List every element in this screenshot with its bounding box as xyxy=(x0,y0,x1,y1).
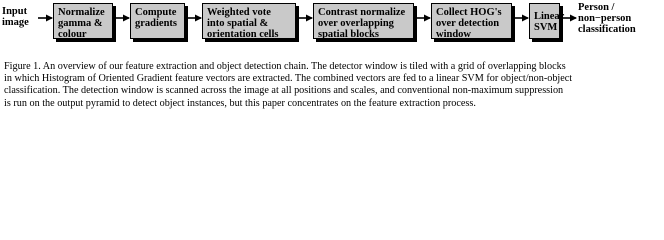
pipeline-arrows xyxy=(38,14,577,22)
weighted-vote-step: Weighted vote into spatial & orientation… xyxy=(202,3,296,40)
step-label: Contrast normalize over overlapping spat… xyxy=(318,7,406,40)
figure-caption: Figure 1. An overview of our feature ext… xyxy=(4,61,660,110)
collect-hog-step: Collect HOG's over detection window xyxy=(431,3,512,40)
classification-output-label: Person / non−person classification xyxy=(578,2,636,35)
step-label: Collect HOG's over detection window xyxy=(436,7,502,40)
contrast-normalize-step: Contrast normalize over overlapping spat… xyxy=(313,3,414,40)
step-label: Compute gradients xyxy=(135,7,177,29)
step-label: Normalize gamma & colour xyxy=(58,7,105,40)
caption-line: Figure 1. An overview of our feature ext… xyxy=(4,61,566,72)
normalize-gamma-step: Normalize gamma & colour xyxy=(53,3,113,40)
compute-gradients-step: Compute gradients xyxy=(130,3,185,39)
step-label: Weighted vote into spatial & orientation… xyxy=(207,7,279,40)
caption-line: is run on the output pyramid to detect o… xyxy=(4,97,476,109)
linear-svm-step: Linear SVM xyxy=(529,3,565,39)
caption-line: in which Histogram of Oriented Gradient … xyxy=(4,73,573,85)
input-image-label: Input image xyxy=(2,6,29,28)
step-label: Linear SVM xyxy=(534,11,565,33)
pipeline-diagram: Input image Normalize gamma & colour Com… xyxy=(0,0,664,60)
caption-line: classification. The detection window is … xyxy=(4,85,564,97)
